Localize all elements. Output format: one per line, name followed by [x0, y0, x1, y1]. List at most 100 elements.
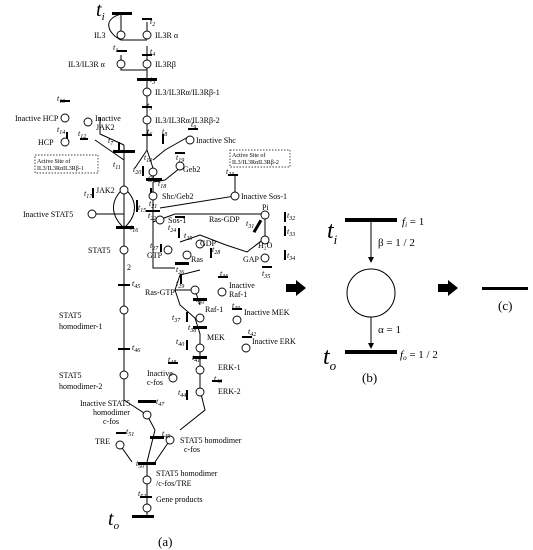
place-il3	[116, 30, 126, 40]
svg-text:t4: t4	[150, 47, 155, 58]
transition-t35	[262, 266, 272, 268]
panel-b-fi: fi = 1	[402, 216, 424, 229]
transition-t18	[146, 178, 162, 181]
place-inactive-mek	[232, 315, 242, 325]
svg-text:t39: t39	[232, 301, 240, 312]
place-hcp	[60, 137, 70, 147]
svg-text:MEK: MEK	[207, 333, 225, 342]
svg-text:t30: t30	[196, 295, 204, 306]
arrows	[286, 280, 458, 296]
svg-text:Sos-1: Sos-1	[168, 216, 186, 225]
svg-text:t2: t2	[150, 17, 155, 28]
transition-t6	[142, 134, 152, 136]
transition-t4	[142, 54, 152, 56]
transition-t22	[146, 210, 160, 212]
transition-t25	[178, 228, 180, 238]
panel-b-ti: ti	[327, 218, 338, 247]
svg-text:Geb2: Geb2	[183, 165, 200, 174]
svg-text:t8: t8	[162, 127, 167, 138]
place-h2o	[260, 235, 270, 245]
svg-text:t23: t23	[226, 167, 234, 178]
svg-text:t36: t36	[220, 269, 228, 280]
svg-text:t11: t11	[113, 160, 121, 171]
place-inactive-sos1	[230, 191, 240, 201]
svg-text:Inactive STAT5: Inactive STAT5	[23, 210, 73, 219]
svg-text:t52: t52	[138, 489, 146, 500]
svg-text:t45: t45	[132, 279, 140, 290]
svg-text:t18: t18	[158, 179, 166, 190]
place-inactive-erk	[241, 343, 251, 353]
svg-text:homodimer-1: homodimer-1	[59, 322, 102, 331]
svg-text:IL3R α: IL3R α	[155, 31, 179, 40]
svg-text:t35: t35	[262, 269, 270, 280]
svg-text:Pi: Pi	[262, 203, 269, 212]
transition-t20	[142, 166, 144, 176]
transition-t46	[118, 348, 130, 350]
active-site-boxes	[34, 149, 291, 174]
place-stat5	[119, 245, 129, 255]
svg-text:t41: t41	[192, 353, 200, 364]
transition-t19	[175, 152, 185, 154]
svg-text:JAK2: JAK2	[96, 123, 115, 132]
transition-t37	[186, 312, 188, 322]
svg-text:t44: t44	[178, 388, 186, 399]
svg-text:t6: t6	[147, 127, 152, 138]
svg-text:t17: t17	[84, 189, 93, 200]
place-gene-products	[142, 503, 152, 513]
transition-t26	[175, 262, 189, 265]
svg-text:IL3/IL3Rα/IL3Rβ-2: IL3/IL3Rα/IL3Rβ-2	[155, 116, 220, 125]
svg-text:t51: t51	[126, 427, 134, 438]
place-stat5-homodimer2	[119, 370, 129, 380]
svg-text:STAT5: STAT5	[59, 371, 81, 380]
place-il3-il3ra	[116, 59, 126, 69]
svg-text:Ras-GTP: Ras-GTP	[145, 288, 175, 297]
svg-text:t12: t12	[78, 129, 86, 140]
place-gdp	[195, 239, 205, 249]
place-inactive-shc	[185, 135, 195, 145]
place-inactive-hcp	[60, 113, 70, 123]
place-inactive-raf1	[217, 287, 227, 297]
panel-b-beta: β = 1 / 2	[378, 237, 415, 249]
svg-text:IL3/IL3Rα/IL3Rβ-1: IL3/IL3Rα/IL3Rβ-1	[155, 88, 220, 97]
panel-b	[345, 218, 397, 354]
place-il3-ra-rb1	[142, 87, 152, 97]
svg-text:ERK-1: ERK-1	[218, 363, 241, 372]
transition-t14	[66, 132, 68, 142]
panel-b-to: to	[323, 344, 337, 373]
transition-t47	[138, 400, 156, 403]
active-site-2-line2: IL3/IL3RαIL3Rβ-2	[232, 160, 279, 166]
transition-t16	[116, 226, 134, 229]
transition-t27	[160, 244, 162, 252]
transition-t40	[186, 340, 188, 350]
place-il3-ra-rb2	[142, 115, 152, 125]
place-stat5-hom-cfos-tre	[142, 475, 152, 485]
panel-a-to: to	[108, 508, 120, 532]
transition-t43	[212, 380, 222, 382]
transition-t44	[186, 390, 188, 400]
svg-text:Inactive: Inactive	[95, 114, 121, 123]
transition-t52	[140, 496, 152, 498]
transition-t15	[136, 200, 138, 212]
svg-text:homodimer-2: homodimer-2	[59, 382, 102, 391]
svg-text:Shc: Shc	[148, 175, 160, 184]
panel-a-transitions	[60, 12, 286, 518]
arrow-right-icon	[286, 280, 306, 296]
svg-text:Inactive HCP: Inactive HCP	[15, 114, 59, 123]
svg-text:TRE: TRE	[95, 437, 110, 446]
transition-t8	[162, 134, 164, 144]
panel-c-caption: (c)	[498, 298, 512, 313]
place-tre	[115, 440, 125, 450]
panel-b-caption: (b)	[362, 370, 377, 385]
svg-text:t5: t5	[147, 101, 152, 112]
panel-a-places	[60, 30, 270, 513]
panel-c-bar	[482, 287, 528, 290]
panel-b-to-bar	[345, 350, 397, 354]
transition-t29	[180, 274, 182, 284]
place-pi	[260, 210, 270, 220]
svg-text:t1: t1	[113, 43, 118, 54]
svg-text:Inactive STAT5: Inactive STAT5	[80, 399, 130, 408]
transition-t45	[118, 284, 130, 286]
svg-text:t49: t49	[162, 429, 170, 440]
svg-text:homodimer: homodimer	[93, 408, 130, 417]
